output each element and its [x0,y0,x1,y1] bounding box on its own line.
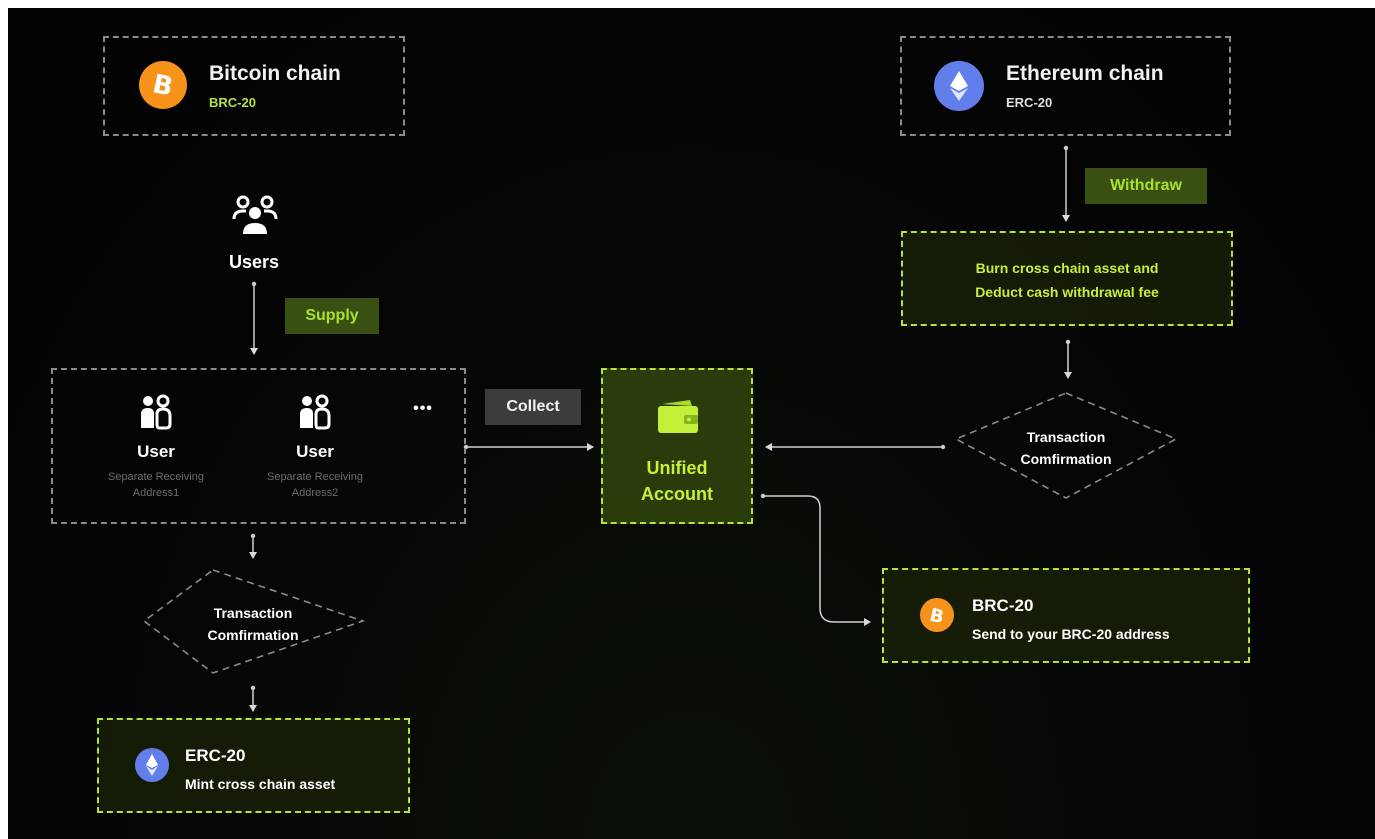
tx-confirm-right-diamond [954,392,1178,499]
user-label: User [296,442,334,461]
bitcoin-icon: B [920,598,954,632]
brc20-output-title: BRC-20 [972,596,1034,615]
user-address-line2: Address2 [291,487,339,499]
withdraw-tag: Withdraw [1085,168,1207,204]
wallet-icon [656,400,700,434]
user-address-line2: Address1 [132,487,180,499]
connector-lines [142,145,1178,712]
ethereum-chain-standard: ERC-20 [1006,95,1053,110]
user-label: User [137,442,175,461]
more-users-ellipsis: ••• [413,400,433,417]
bitcoin-chain-title: Bitcoin chain [209,62,341,85]
supply-tag: Supply [285,298,379,334]
user-addresses-box: User Separate Receiving Address1 User Se… [51,368,466,524]
erc20-output-title: ERC-20 [185,746,246,765]
ethereum-icon [135,748,169,782]
tx-confirm-right-line1: Transaction [1026,429,1106,445]
collect-tag: Collect [485,389,581,425]
tx-confirm-left-diamond [142,569,366,674]
user-icon [298,394,332,430]
bitcoin-chain-standard: BRC-20 [209,95,256,110]
users-group-icon [231,194,279,236]
burn-line1: Burn cross chain asset and [975,260,1159,276]
unified-account-line2: Account [641,484,713,504]
tx-confirm-right-line2: Comfirmation [1020,451,1112,467]
erc20-output-desc: Mint cross chain asset [185,776,336,792]
bitcoin-chain-box: B Bitcoin chain BRC-20 [103,36,405,136]
burn-asset-box: Burn cross chain asset and Deduct cash w… [901,231,1233,326]
user-address-line1: Separate Receiving [107,471,204,483]
ethereum-chain-box: Ethereum chain ERC-20 [900,36,1231,136]
svg-text:B: B [928,605,946,628]
brc20-output-box: B BRC-20 Send to your BRC-20 address [882,568,1250,663]
erc20-output-box: ERC-20 Mint cross chain asset [97,718,410,813]
user-icon [139,394,173,430]
burn-line2: Deduct cash withdrawal fee [975,284,1159,300]
svg-text:B: B [150,69,176,102]
ethereum-icon [934,61,984,111]
tx-confirm-left-line2: Comfirmation [207,627,299,643]
unified-account-line1: Unified [646,458,708,478]
flow-diagram: B Bitcoin chain BRC-20 Ethereum chain ER… [8,8,1375,839]
brc20-output-desc: Send to your BRC-20 address [972,626,1170,642]
ethereum-chain-title: Ethereum chain [1006,62,1164,85]
account-to-brc20-line [763,495,871,626]
tx-confirm-left-line1: Transaction [213,605,293,621]
user-address-line1: Separate Receiving [266,471,363,483]
bitcoin-icon: B [139,61,187,109]
unified-account-box: Unified Account [601,368,753,524]
users-label: Users [228,252,280,272]
